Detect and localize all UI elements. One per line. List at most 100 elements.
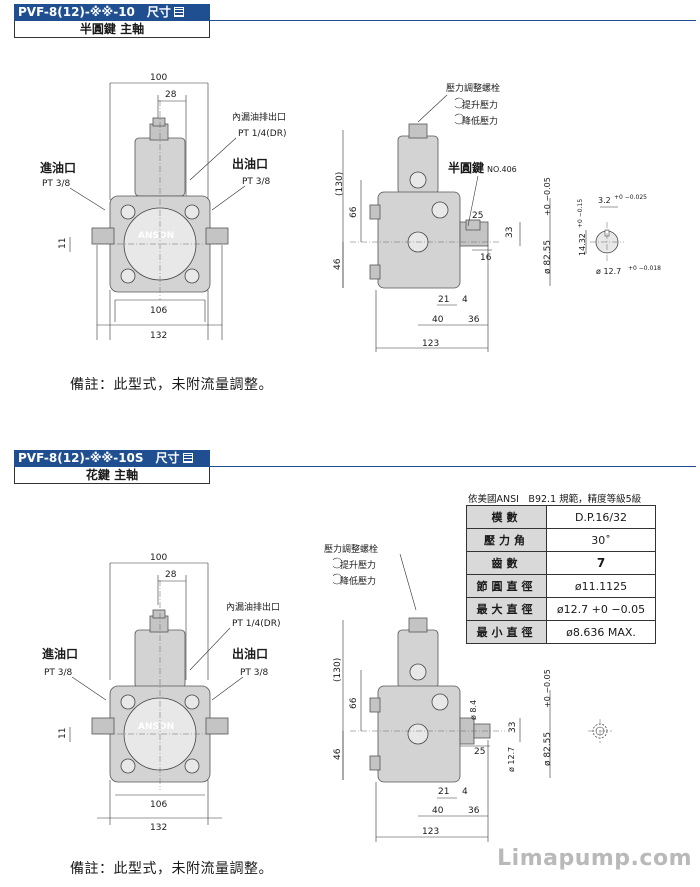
dim-d84: ø 8.4 xyxy=(469,700,478,720)
outlet-label: 出油口 xyxy=(232,646,268,661)
outlet-size: PT 3/8 xyxy=(240,668,269,678)
lower-label: 降低壓力 xyxy=(462,115,498,127)
rotate-cw-icon xyxy=(454,97,465,109)
dim-40: 40 xyxy=(432,315,444,325)
key-height-tol: +0 −0.15 xyxy=(577,199,584,228)
dim-66: 66 xyxy=(349,206,359,218)
dim-28: 28 xyxy=(165,90,177,100)
dim-82-55-tol: +0 −0.05 xyxy=(543,669,552,708)
raise-label: 提升壓力 xyxy=(462,99,498,111)
key-width: 3.2 xyxy=(598,196,611,205)
spec-key: 壓力角 xyxy=(466,528,547,552)
spec-key: 齒數 xyxy=(466,551,547,575)
spec-value: D.P.16/32 xyxy=(546,505,656,529)
dim-4: 4 xyxy=(462,787,468,797)
dim-132: 132 xyxy=(150,331,167,341)
dim-40: 40 xyxy=(432,806,444,816)
section1-title: PVF-8(12)-※※-10 尺寸 xyxy=(18,5,171,19)
key-label: 半圓鍵 xyxy=(448,160,484,175)
dim-d127: ø 12.7 xyxy=(507,747,516,772)
spec-key: 節圓直徑 xyxy=(466,574,547,598)
section2-note: 備註：此型式，未附流量調整。 xyxy=(70,861,273,877)
spec-value: 30˚ xyxy=(546,528,656,552)
dim-132: 132 xyxy=(150,823,167,833)
dim-100: 100 xyxy=(150,553,167,563)
dim-123: 123 xyxy=(422,827,439,837)
spec-caption: 依美國ANSI B92.1 規範，精度等級5級 xyxy=(468,494,642,505)
inlet-label: 進油口 xyxy=(40,160,76,175)
dim-106: 106 xyxy=(150,800,167,810)
dim-33: 33 xyxy=(505,227,515,238)
outlet-label: 出油口 xyxy=(232,156,268,171)
drawing-icon xyxy=(173,7,184,17)
dim-123: 123 xyxy=(422,339,439,349)
dim-11: 11 xyxy=(58,238,68,249)
rotate-cw-icon xyxy=(332,557,343,569)
section2-side-view: 壓力調整螺栓 提升壓力 降低壓力 (130) 66 46 ø 8.4 33 25… xyxy=(324,543,612,842)
section1-front-view: 100 28 ANSON 11 106 132 進油口 PT 3/8 出油口 P… xyxy=(40,73,286,341)
dim-46: 46 xyxy=(333,258,343,270)
dim-16: 16 xyxy=(480,253,492,263)
spec-key: 模數 xyxy=(466,505,547,529)
brand-logo: ANSON xyxy=(138,722,174,732)
dim-106: 106 xyxy=(150,306,167,316)
spec-value: ø11.1125 xyxy=(546,574,656,598)
dim-100: 100 xyxy=(150,73,167,83)
dim-25: 25 xyxy=(472,211,483,221)
drain-size: PT 1/4(DR) xyxy=(232,619,280,629)
dim-82-55: ø 82.55 xyxy=(543,732,553,766)
dim-82-55-tol: +0 −0.05 xyxy=(543,177,552,216)
section2-title-bar: PVF-8(12)-※※-10S 尺寸 xyxy=(14,450,210,467)
key-width-tol: +0 −0.025 xyxy=(614,194,647,201)
dim-21: 21 xyxy=(438,295,449,305)
dim-28: 28 xyxy=(165,570,177,580)
rotate-ccw-icon xyxy=(454,113,465,125)
dim-46: 46 xyxy=(333,748,343,760)
section1-title-bar: PVF-8(12)-※※-10 尺寸 xyxy=(14,4,210,21)
raise-label: 提升壓力 xyxy=(340,559,376,571)
spec-value: 7 xyxy=(546,551,656,575)
section2-title: PVF-8(12)-※※-10S 尺寸 xyxy=(18,451,180,465)
section1-subtitle: 半圓鍵 主軸 xyxy=(14,21,210,38)
dim-130: (130) xyxy=(335,172,345,196)
drawing-icon xyxy=(182,453,193,463)
section1-rule xyxy=(210,20,696,21)
dim-4: 4 xyxy=(462,295,468,305)
spec-value: ø12.7 +0 −0.05 xyxy=(546,597,656,621)
inlet-size: PT 3/8 xyxy=(42,179,71,189)
dim-11: 11 xyxy=(58,728,68,739)
dim-130: (130) xyxy=(333,658,343,682)
section1-note: 備註：此型式，未附流量調整。 xyxy=(70,377,273,393)
drain-size: PT 1/4(DR) xyxy=(238,129,286,139)
adj-screw-label: 壓力調整螺栓 xyxy=(324,543,378,555)
spec-key: 最小直徑 xyxy=(466,620,547,644)
shaft-diameter-tol: +0 −0.018 xyxy=(628,265,661,272)
key-no: NO.406 xyxy=(487,165,517,174)
outlet-size: PT 3/8 xyxy=(242,177,271,187)
adj-screw-label: 壓力調整螺栓 xyxy=(446,82,500,94)
spec-value: ø8.636 MAX. xyxy=(546,620,656,644)
lower-label: 降低壓力 xyxy=(340,575,376,587)
rotate-ccw-icon xyxy=(332,573,343,585)
section2-front-view: 100 28 ANSON 11 106 132 進油口 PT 3/8 出油口 P… xyxy=(42,553,280,833)
section1-side-view: 壓力調整螺栓 提升壓力 降低壓力 (130) 66 46 半圓鍵 NO.406 … xyxy=(333,82,661,352)
dim-25: 25 xyxy=(474,747,485,757)
dim-36: 36 xyxy=(468,806,480,816)
inlet-label: 進油口 xyxy=(42,646,78,661)
dim-66: 66 xyxy=(349,697,359,709)
key-height: 14.32 xyxy=(578,233,587,256)
dim-21: 21 xyxy=(438,787,449,797)
drain-label: 內漏油排出口 xyxy=(226,601,280,613)
spec-key: 最大直徑 xyxy=(466,597,547,621)
brand-logo: ANSON xyxy=(138,231,174,241)
drain-label: 內漏油排出口 xyxy=(232,111,286,123)
dim-33: 33 xyxy=(508,722,518,733)
shaft-diameter: ø 12.7 xyxy=(596,267,621,276)
